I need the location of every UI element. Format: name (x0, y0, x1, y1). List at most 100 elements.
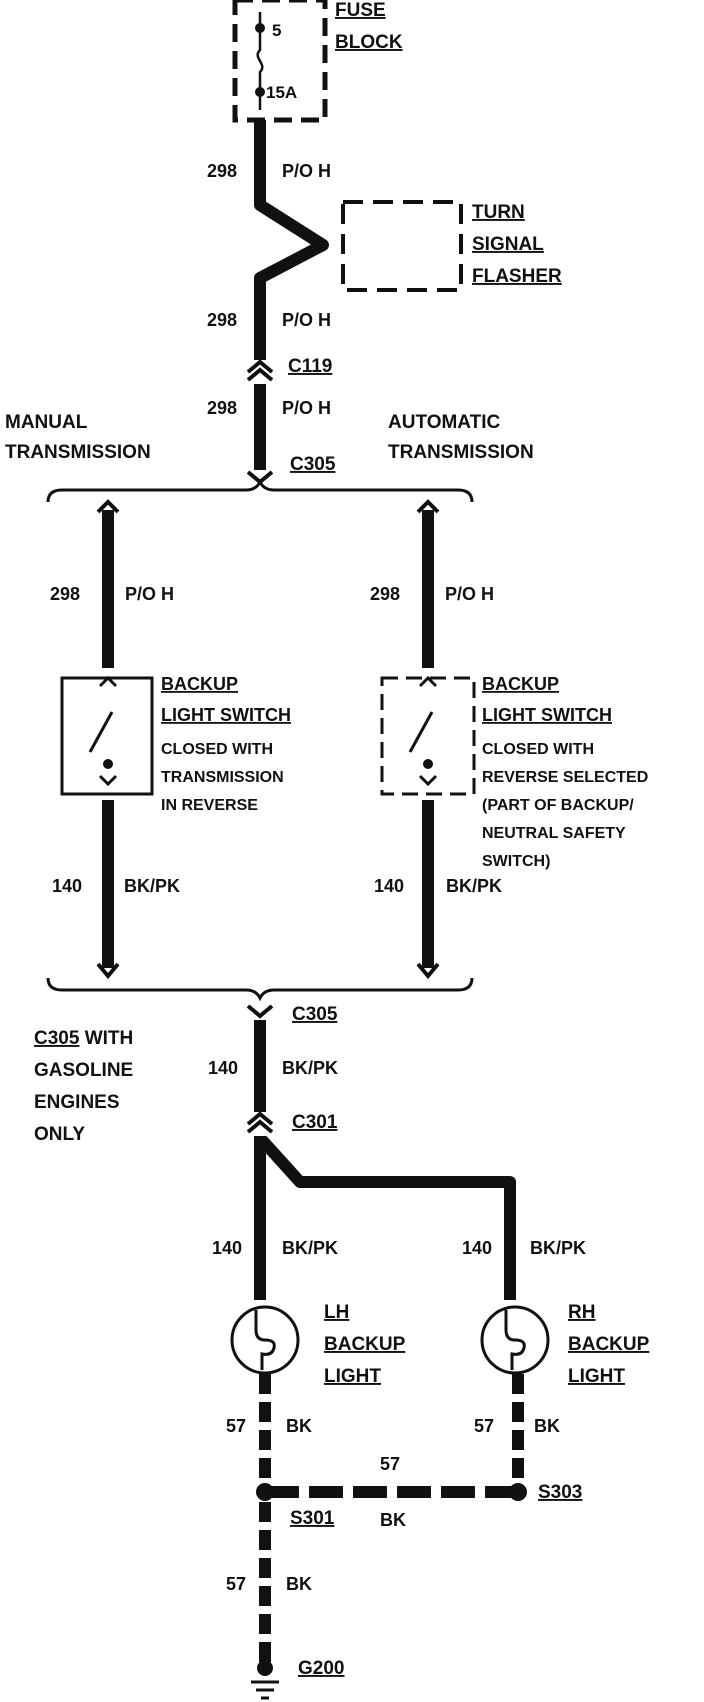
wire-298-circuit-3: 298 (207, 398, 237, 418)
auto-switch-contact-bottom (418, 774, 438, 787)
g200-ground-dot (257, 1660, 273, 1676)
auto-backup-switch-box (380, 676, 476, 796)
manual-switch-contact-bottom (98, 774, 118, 787)
c305-note-with: WITH (79, 1028, 133, 1049)
wire-57-lh-color: BK (286, 1416, 312, 1436)
manual-wire-140-circuit: 140 (52, 876, 82, 896)
fuse-number: 5 (272, 21, 281, 40)
auto-switch-desc-3: (PART OF BACKUP/ (482, 797, 634, 814)
wire-57-lh-circuit: 57 (226, 1416, 246, 1436)
wire-57-crossover-color: BK (380, 1510, 406, 1530)
turn-signal-flasher-box (341, 200, 463, 292)
auto-arrow-bottom (416, 962, 440, 980)
manual-backup-switch-box (60, 676, 154, 796)
wire-298-color-2: P/O H (282, 310, 331, 330)
lh-light-label-3: LIGHT (324, 1366, 381, 1387)
c305-note-line-2: GASOLINE (34, 1060, 133, 1081)
c305-note-line-3: ENGINES (34, 1092, 120, 1113)
flasher-label-2: SIGNAL (472, 234, 544, 255)
auto-switch-desc-1: CLOSED WITH (482, 741, 594, 758)
c305-bottom-connector-symbol (246, 1004, 274, 1019)
automatic-transmission-label-2: TRANSMISSION (388, 442, 534, 463)
manual-wire-298-color: P/O H (125, 584, 174, 604)
wire-140-color-mid: BK/PK (282, 1058, 338, 1078)
fuse-block-label-2: BLOCK (335, 32, 403, 53)
flasher-label-3: FLASHER (472, 266, 562, 287)
c301-connector-symbol (246, 1111, 274, 1134)
s303-splice-dot (509, 1483, 527, 1501)
manual-switch-desc-3: IN REVERSE (161, 797, 258, 814)
manual-switch-title-1: BACKUP (161, 674, 238, 694)
wire-140-lh-circuit: 140 (212, 1238, 242, 1258)
manual-switch-title-2: LIGHT SWITCH (161, 705, 291, 725)
wire-298-color-3: P/O H (282, 398, 331, 418)
manual-arrow-top (96, 499, 120, 514)
g200-label: G200 (298, 1658, 344, 1679)
rh-light-label-3: LIGHT (568, 1366, 625, 1387)
fuse-rating: 15A (266, 83, 297, 102)
s301-splice-dot (256, 1483, 274, 1501)
lh-bulb-filament (254, 1310, 276, 1370)
manual-switch-desc-2: TRANSMISSION (161, 769, 284, 786)
s301-label: S301 (290, 1508, 335, 1529)
manual-transmission-label-2: TRANSMISSION (5, 442, 151, 463)
c305-note-connector: C305 (34, 1028, 80, 1049)
manual-wire-298-circuit: 298 (50, 584, 80, 604)
c305-note-line-1: C305 WITH (34, 1028, 133, 1049)
manual-switch-blade (88, 711, 114, 753)
wire-57-rh-circuit: 57 (474, 1416, 494, 1436)
rh-light-label-2: BACKUP (568, 1334, 650, 1355)
c301-label: C301 (292, 1112, 338, 1133)
bottom-brace (46, 977, 474, 1002)
auto-switch-pivot (423, 759, 433, 769)
c305-bottom-label: C305 (292, 1004, 338, 1025)
rh-light-label-1: RH (568, 1302, 595, 1323)
manual-arrow-bottom (96, 962, 120, 980)
auto-switch-title-1: BACKUP (482, 674, 559, 694)
c305-note-line-4: ONLY (34, 1124, 85, 1145)
wire-298-color-1: P/O H (282, 161, 331, 181)
automatic-transmission-label-1: AUTOMATIC (388, 412, 501, 433)
fuse-block-box (232, 0, 328, 123)
c119-label: C119 (288, 356, 332, 377)
s303-label: S303 (538, 1482, 582, 1503)
lh-light-label-1: LH (324, 1302, 349, 1323)
auto-switch-contact-top (418, 675, 438, 688)
lh-light-label-2: BACKUP (324, 1334, 406, 1355)
wire-140-rh-circuit: 140 (462, 1238, 492, 1258)
flasher-label-1: TURN (472, 202, 525, 223)
auto-arrow-top (416, 499, 440, 514)
manual-switch-pivot (103, 759, 113, 769)
c305-top-label: C305 (290, 454, 336, 475)
wire-140-lh-color: BK/PK (282, 1238, 338, 1258)
top-brace (46, 478, 474, 503)
auto-switch-desc-4: NEUTRAL SAFETY (482, 825, 626, 842)
auto-switch-desc-2: REVERSE SELECTED (482, 769, 648, 786)
wire-57-ground-circuit: 57 (226, 1574, 246, 1594)
manual-switch-contact-top (98, 675, 118, 688)
wire-140-rh-color: BK/PK (530, 1238, 586, 1258)
auto-wire-140-circuit: 140 (374, 876, 404, 896)
manual-transmission-label-1: MANUAL (5, 412, 88, 433)
rh-bulb-filament (504, 1310, 526, 1370)
manual-wire-140-color: BK/PK (124, 876, 180, 896)
wire-57-ground-color: BK (286, 1574, 312, 1594)
wire-298-circuit-1: 298 (207, 161, 237, 181)
wire-140-rh (257, 1135, 516, 1300)
auto-wire-140-color: BK/PK (446, 876, 502, 896)
wire-298-circuit-2: 298 (207, 310, 237, 330)
auto-switch-desc-5: SWITCH) (482, 853, 550, 870)
fuse-element (256, 12, 264, 110)
auto-switch-blade (408, 711, 434, 753)
wire-298-upper (254, 120, 329, 360)
fuse-block-label-1: FUSE (335, 0, 386, 21)
auto-wire-298-color: P/O H (445, 584, 494, 604)
manual-switch-desc-1: CLOSED WITH (161, 741, 273, 758)
auto-switch-title-2: LIGHT SWITCH (482, 705, 612, 725)
c119-connector-symbol (246, 359, 274, 382)
wire-140-circuit-mid: 140 (208, 1058, 238, 1078)
wire-57-rh-color: BK (534, 1416, 560, 1436)
auto-wire-298-circuit: 298 (370, 584, 400, 604)
wire-57-crossover-circuit: 57 (380, 1454, 400, 1474)
